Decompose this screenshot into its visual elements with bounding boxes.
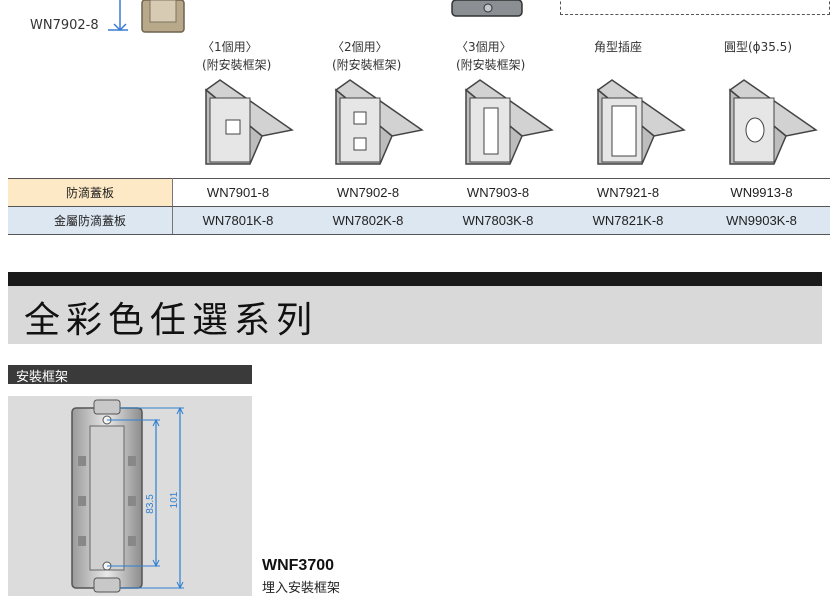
table-cell: WN7802K-8 xyxy=(303,206,433,235)
frame-model: WNF3700 xyxy=(262,557,335,574)
table-cell: WN7901-8 xyxy=(172,178,303,207)
cover-label-3: 〈3個用〉(附安裝框架) xyxy=(456,40,526,72)
table-row: 金屬防滴蓋板 WN7801K-8 WN7802K-8 WN7803K-8 WN7… xyxy=(8,206,830,235)
table-cell: WN7801K-8 xyxy=(172,206,303,235)
subsection-title: 安裝框架 xyxy=(16,370,69,385)
cover-1-image xyxy=(204,79,294,165)
table-cell: WN7821K-8 xyxy=(563,206,693,235)
dimension-outer-label: 101 xyxy=(169,491,180,508)
spec-table: 防滴蓋板 WN7901-8 WN7902-8 WN7903-8 WN7921-8… xyxy=(8,178,830,235)
cover-4-image xyxy=(596,79,686,165)
frame-description: 埋入安裝框架 xyxy=(262,581,341,596)
table-row: 防滴蓋板 WN7901-8 WN7902-8 WN7903-8 WN7921-8… xyxy=(8,178,830,207)
row-header: 金屬防滴蓋板 xyxy=(8,206,173,235)
row-header: 防滴蓋板 xyxy=(8,178,173,207)
dashed-box xyxy=(560,0,830,15)
cover-3-image xyxy=(464,79,554,165)
top-product-photo xyxy=(108,0,185,33)
section-title: 全彩色任選系列 xyxy=(24,300,319,341)
top-box-photo xyxy=(451,0,523,17)
cover-2-image xyxy=(334,79,424,165)
top-model-label: WN7902-8 xyxy=(30,18,99,33)
table-cell: WN9903K-8 xyxy=(693,206,830,235)
dimension-inner-label: 83.5 xyxy=(145,494,156,514)
table-cell: WN9913-8 xyxy=(693,178,830,207)
table-cell: WN7803K-8 xyxy=(433,206,563,235)
section-title-band xyxy=(8,286,822,344)
table-cell: WN7921-8 xyxy=(563,178,693,207)
cover-label-2: 〈2個用〉(附安裝框架) xyxy=(332,40,402,72)
cover-label-5: 圓型(ϕ35.5) xyxy=(724,40,792,54)
section-top-bar xyxy=(8,272,822,286)
cover-5-image xyxy=(728,79,818,165)
frame-photo: 83.5 101 xyxy=(8,396,252,596)
table-cell: WN7903-8 xyxy=(433,178,563,207)
mounting-frame-image: 83.5 101 xyxy=(71,399,184,593)
subsection-bar: 安裝框架 xyxy=(8,365,252,385)
table-cell: WN7902-8 xyxy=(303,178,433,207)
cover-label-4: 角型插座 xyxy=(594,40,643,54)
cover-label-1: 〈1個用〉(附安裝框架) xyxy=(202,40,272,72)
